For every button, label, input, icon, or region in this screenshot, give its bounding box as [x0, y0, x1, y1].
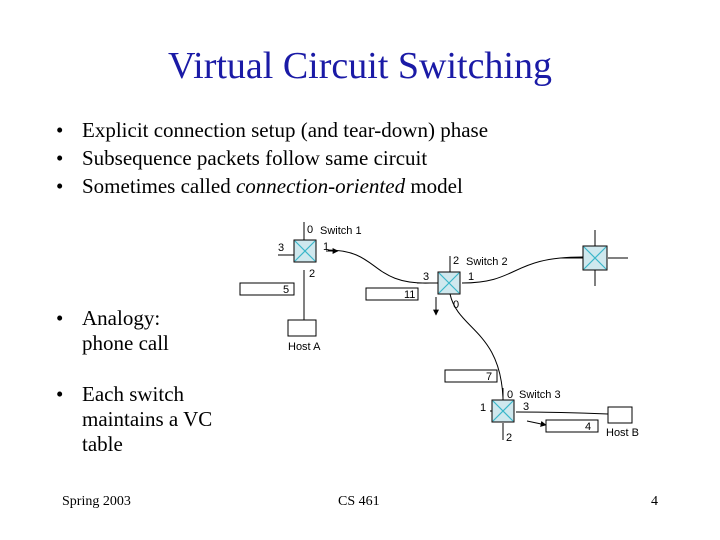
switch3-vci-out: 4: [585, 421, 591, 433]
port-stubs: [278, 222, 628, 440]
link-switch2-switch3: [449, 293, 504, 399]
switch2-cross-icon: [438, 272, 460, 294]
switch2-label: Switch 2: [466, 256, 508, 268]
bullet-dot: •: [56, 306, 64, 330]
switch2-port-top: 2: [453, 255, 459, 267]
link-switch1-switch2: [327, 249, 431, 284]
switch3-port-top: 0: [507, 389, 513, 401]
vc-table-text: Each switch maintains a VC table: [82, 382, 212, 457]
direction-arrows: [326, 248, 547, 427]
switch1-port-right: 1: [323, 241, 329, 253]
vc-table-row: • Each switch maintains a VC table: [56, 382, 212, 457]
vc-table-line: Each switch: [82, 382, 185, 406]
switch1-port-bottom: 2: [309, 268, 315, 280]
bullet-item: • Sometimes called connection-oriented m…: [56, 172, 488, 200]
switch3-port-right: 3: [523, 401, 529, 413]
footer-page-number: 4: [651, 494, 658, 509]
switch2-port-right: 1: [468, 271, 474, 283]
switch3-vci-in: 7: [486, 371, 492, 383]
switch3-label: Switch 3: [519, 389, 561, 401]
slide-title: Virtual Circuit Switching: [167, 45, 552, 87]
switch2-port-left: 3: [423, 271, 429, 283]
switch1-label: Switch 1: [320, 225, 362, 237]
bullet-text-suffix: model: [405, 174, 463, 198]
bullet-item: • Subsequence packets follow same circui…: [56, 144, 488, 172]
links: [303, 249, 609, 415]
bullet-text: Explicit connection setup (and tear-down…: [82, 118, 489, 142]
switch3-node: [491, 399, 515, 423]
bullet-dot: •: [56, 146, 64, 170]
analogy-line: Analogy:: [82, 306, 161, 330]
switch-right-node: [582, 245, 608, 271]
bullet-list: • Explicit connection setup (and tear-do…: [56, 116, 488, 200]
bullet-dot: •: [56, 174, 64, 198]
vc-table-line: table: [82, 432, 123, 456]
arrow-switch3-out: [526, 420, 547, 427]
switch3-port-bottom: 2: [506, 432, 512, 444]
footer-date: Spring 2003: [62, 494, 131, 509]
analogy-bullet: • Analogy: phone call: [56, 306, 169, 356]
footer-course: CS 461: [338, 494, 380, 509]
switch3-port-left: 1: [480, 402, 486, 414]
bullet-text: Subsequence packets follow same circuit: [82, 146, 428, 170]
link-switch3-host-b: [515, 411, 609, 415]
host-a-label: Host A: [288, 341, 321, 353]
switch-right-cross-icon: [583, 246, 607, 270]
switch2-node: [437, 271, 461, 295]
analogy-line: phone call: [82, 331, 169, 355]
vci-box-switch3-out: [545, 419, 599, 433]
analogy-text: Analogy: phone call: [82, 306, 169, 356]
switch1-port-top: 0: [307, 224, 313, 236]
vc-table-bullet: • Each switch maintains a VC table: [56, 382, 212, 457]
switch3-cross-icon: [492, 400, 514, 422]
switch1-vci: 5: [283, 284, 289, 296]
switch1-port-left: 3: [278, 242, 284, 254]
bullet-dot: •: [56, 118, 64, 142]
switch1-cross-icon: [294, 240, 316, 262]
host-b-box: [607, 406, 633, 424]
vci-box-switch1: [239, 282, 295, 296]
host-b-label: Host B: [606, 427, 639, 439]
bullet-dot: •: [56, 382, 64, 406]
analogy-row: • Analogy: phone call: [56, 306, 169, 356]
host-a-box: [287, 319, 317, 337]
bullet-text-prefix: Sometimes called: [82, 174, 236, 198]
bullet-text: Sometimes called connection-oriented mod…: [82, 172, 463, 200]
switch2-port-bottom: 0: [453, 299, 459, 311]
switch2-vci: 11: [404, 289, 415, 301]
bullet-text-emphasis: connection-oriented: [235, 174, 406, 198]
switch1-node: [293, 239, 317, 263]
vci-box-switch2: [365, 287, 419, 301]
bullet-item: • Explicit connection setup (and tear-do…: [56, 116, 488, 144]
vci-box-switch3-in: [444, 369, 498, 383]
vc-table-line: maintains a VC: [82, 407, 213, 431]
